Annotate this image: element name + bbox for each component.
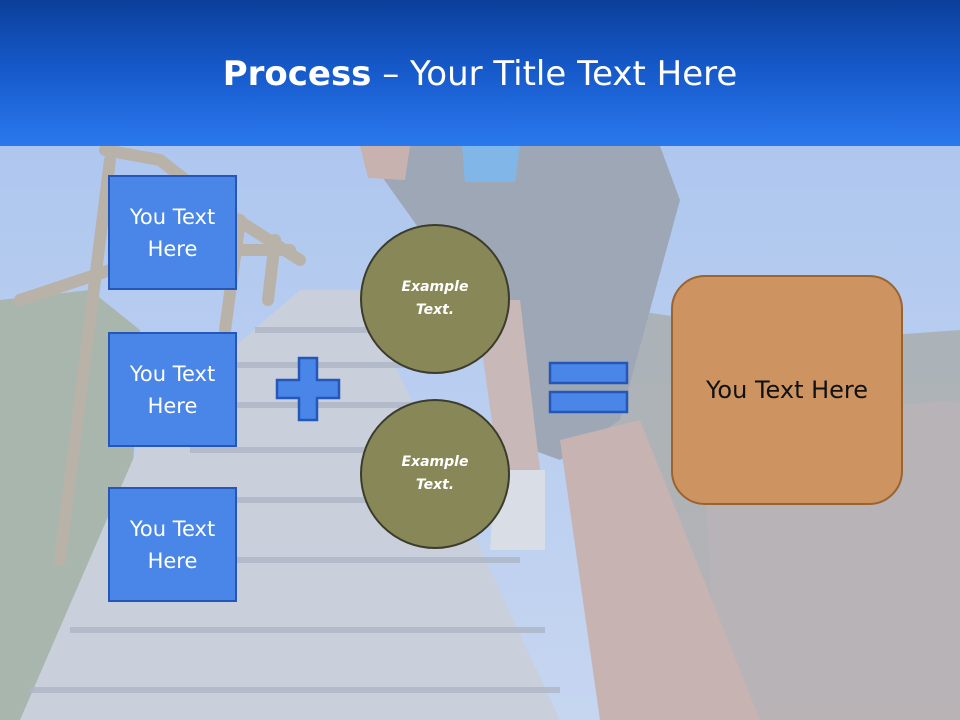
text-box-3-label: You Text Here: [129, 516, 216, 573]
header-bar: Process – Your Title Text Here: [0, 0, 960, 146]
equals-icon: [548, 361, 629, 414]
text-box-1-label: You Text Here: [129, 204, 216, 261]
text-box-2[interactable]: You Text Here: [108, 332, 237, 447]
example-circle-1-label: Example Text.: [401, 279, 469, 318]
result-box-label: You Text Here: [705, 376, 869, 404]
example-circle-2-label: Example Text.: [401, 454, 469, 493]
result-box[interactable]: You Text Here: [671, 275, 903, 505]
text-box-1[interactable]: You Text Here: [108, 175, 237, 290]
text-box-3[interactable]: You Text Here: [108, 487, 237, 602]
title-bold-part: Process: [222, 54, 372, 94]
plus-icon: [275, 356, 341, 422]
text-box-2-label: You Text Here: [129, 361, 216, 418]
example-circle-2[interactable]: Example Text.: [360, 399, 510, 549]
title-rest-part: – Your Title Text Here: [371, 54, 738, 94]
slide-title: Process – Your Title Text Here: [0, 50, 960, 98]
example-circle-1[interactable]: Example Text.: [360, 224, 510, 374]
